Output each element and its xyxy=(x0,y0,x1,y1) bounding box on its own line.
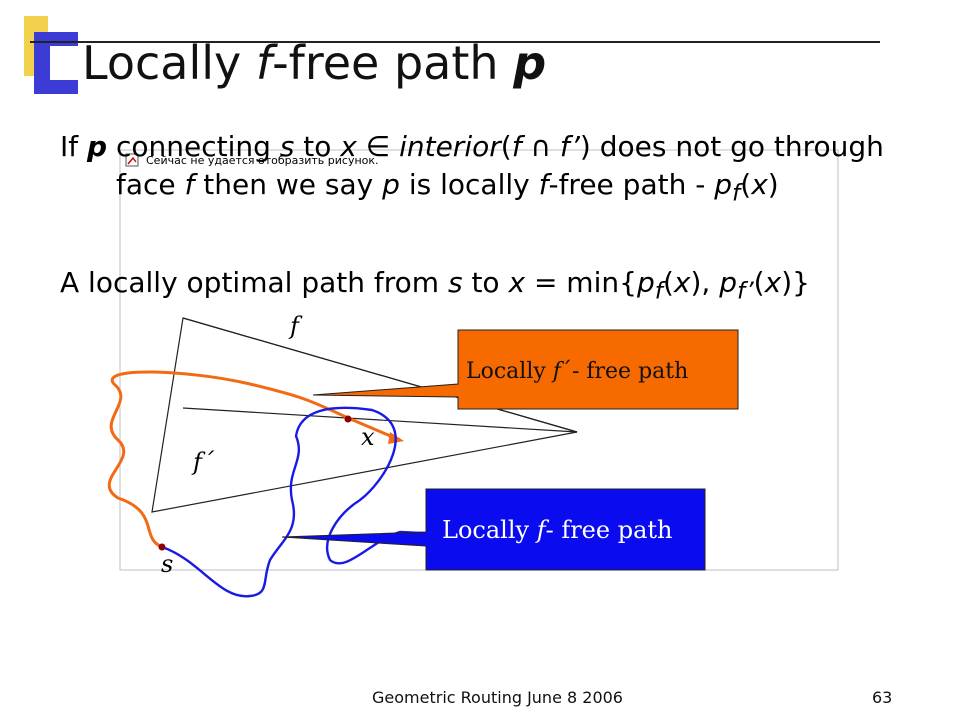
point-s xyxy=(158,543,166,551)
point-x xyxy=(344,415,352,423)
title-text: Locally xyxy=(82,36,256,90)
label-s: s xyxy=(161,550,173,578)
decor-white-block xyxy=(50,46,82,80)
paragraph-definition: If p connecting s to x ∈ interior(f ∩ f’… xyxy=(60,130,884,207)
face-edge xyxy=(182,317,578,433)
title-f: f xyxy=(255,36,273,90)
paragraph-locally-optimal: A locally optimal path from s to x = min… xyxy=(60,266,810,305)
page-number: 63 xyxy=(872,688,893,707)
broken-image-text: Сейчас не удается отобразить рисунок. xyxy=(146,154,379,167)
footer-text: Geometric Routing June 8 2006 xyxy=(372,688,623,707)
label-f-prime: f´ xyxy=(191,448,215,476)
title-text-mid: -free path xyxy=(272,36,514,90)
callout-orange-text: Locally f´- free path xyxy=(466,359,688,384)
broken-image-icon-mark xyxy=(127,156,137,165)
label-f: f xyxy=(288,312,303,340)
face-f-edge xyxy=(182,407,578,433)
callout-blue-text: Locally f- free path xyxy=(442,516,672,544)
orange-path xyxy=(107,370,401,549)
label-x: x xyxy=(361,423,375,451)
slide-title: Locally f-free path p xyxy=(82,40,546,86)
callout-orange xyxy=(312,329,739,410)
title-rule xyxy=(30,41,880,43)
blue-path xyxy=(161,406,441,598)
title-p: p xyxy=(513,36,547,90)
callout-blue xyxy=(281,488,706,571)
